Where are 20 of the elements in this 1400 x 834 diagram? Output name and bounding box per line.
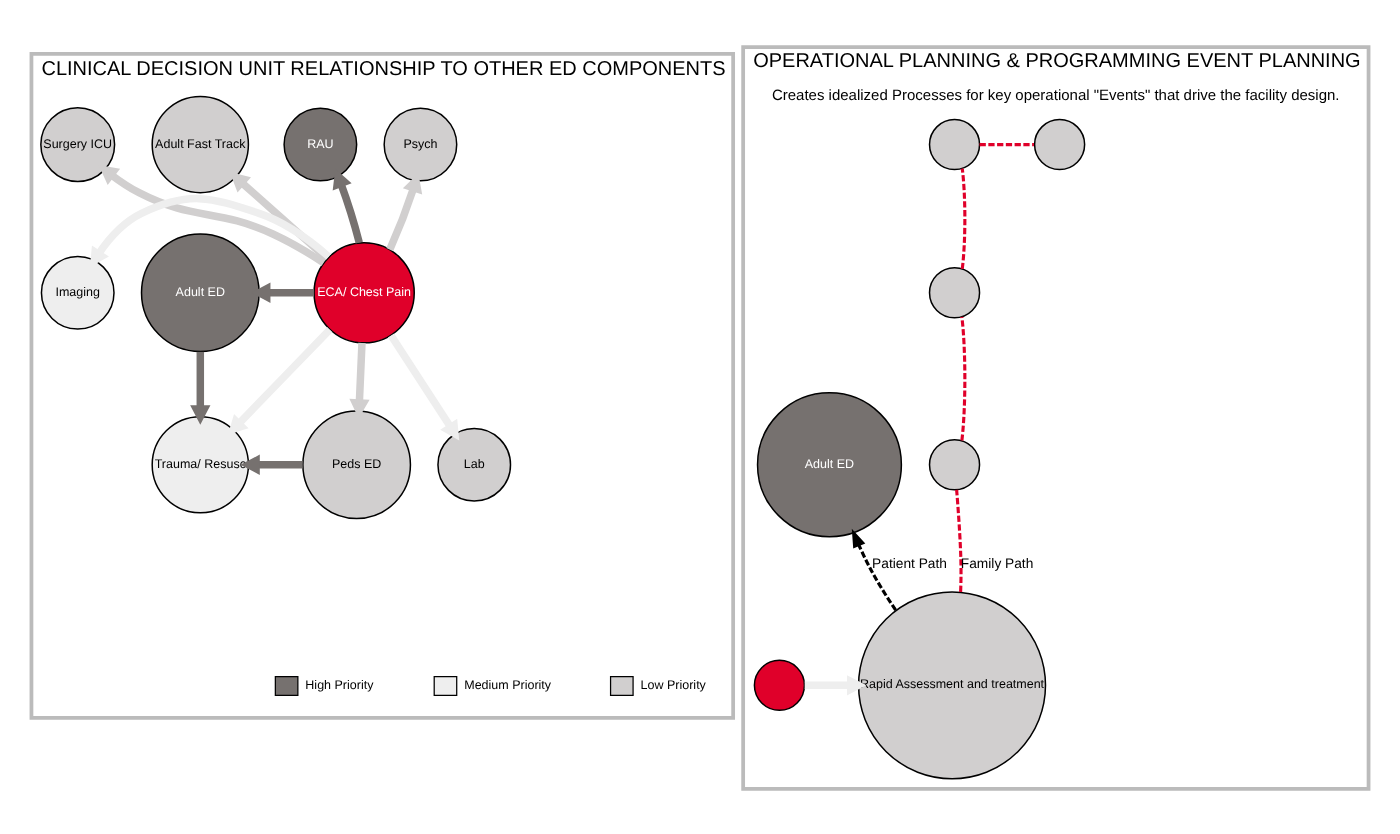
arrow [89,193,332,267]
node-circle [753,658,806,711]
arrow [332,167,363,243]
arrow [387,332,460,440]
arrow [229,171,330,261]
connector [979,142,1034,146]
connector [960,167,967,269]
arrow [804,674,867,695]
node-circle [928,266,981,318]
arrow [190,350,211,424]
node-circle [928,117,981,170]
arrow [98,164,326,265]
connector [955,488,963,591]
arrow [227,325,333,434]
arrow [240,453,303,474]
connector [960,315,967,440]
node-circle [1033,117,1086,170]
arrow [851,527,897,610]
arrow [349,341,370,418]
node-circle [928,438,981,490]
